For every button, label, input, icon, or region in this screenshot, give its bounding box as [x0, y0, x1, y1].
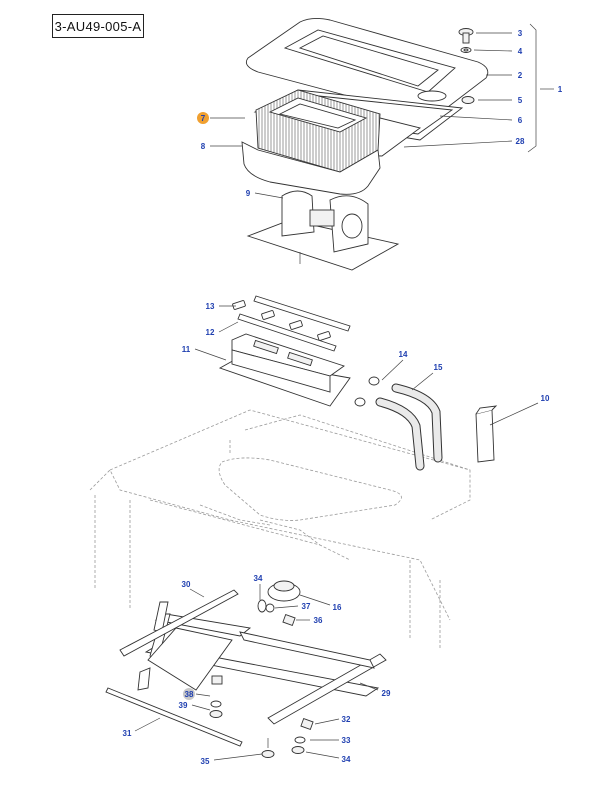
callout-highlights — [183, 112, 209, 700]
callout-label-5: 5 — [518, 96, 523, 105]
nut-part-35 — [261, 738, 275, 758]
leader-line-35 — [213, 753, 263, 761]
reference-code: 3-AU49-005-A — [52, 14, 144, 38]
callout-label-30: 30 — [182, 580, 191, 589]
leader-line-10 — [489, 402, 539, 426]
washer-part-37 — [265, 603, 275, 613]
frame-part-29 — [137, 601, 387, 725]
callout-label-31: 31 — [123, 729, 132, 738]
leader-line-32 — [314, 718, 340, 725]
callout-label-4: 4 — [518, 47, 523, 56]
rail-part-30 — [119, 589, 239, 657]
outlet-part-16 — [267, 580, 301, 602]
callout-label-9: 9 — [246, 189, 251, 198]
leader-line-31 — [134, 717, 161, 732]
bolt-part-36 — [282, 613, 296, 627]
seal-strip-part-12 — [237, 313, 337, 352]
callout-label-16: 16 — [333, 603, 342, 612]
leader-line-9 — [254, 192, 284, 199]
cab-outline — [89, 409, 471, 650]
leader-line-16 — [299, 594, 331, 606]
callout-label-1: 1 — [558, 85, 563, 94]
callout-label-13: 13 — [206, 302, 215, 311]
bracket-part-10 — [475, 405, 498, 463]
callout-label-3: 3 — [518, 29, 523, 38]
seal-strips-part-13 — [232, 295, 351, 341]
callout-label-33: 33 — [342, 736, 351, 745]
callout-label-38: 38 — [185, 690, 194, 699]
callout-leaders — [134, 32, 554, 761]
nut-part-34-upper — [257, 599, 267, 613]
bolt-part-32 — [300, 717, 314, 731]
duct-box-part-11 — [218, 333, 351, 407]
leader-line-34 — [305, 751, 340, 759]
nut-part-39 — [209, 700, 223, 718]
filter-element-part-7 — [255, 89, 381, 173]
washer-part-33 — [294, 736, 306, 744]
callout-label-7: 7 — [201, 114, 206, 123]
hoses-part-15 — [375, 383, 443, 471]
callout-highlight-7 — [197, 112, 209, 124]
bolt-part-3 — [458, 28, 474, 44]
leader-line-30 — [189, 588, 205, 598]
assembly-bracket-part-1 — [527, 23, 537, 153]
callout-label-37: 37 — [302, 602, 311, 611]
callout-label-6: 6 — [518, 116, 523, 125]
leader-line-6 — [439, 115, 513, 121]
leader-line-14 — [381, 359, 404, 381]
leader-line-4 — [473, 49, 513, 52]
callout-label-29: 29 — [382, 689, 391, 698]
callout-label-10: 10 — [541, 394, 550, 403]
rail-part-31 — [105, 687, 243, 747]
callout-label-34: 34 — [342, 755, 351, 764]
leader-line-37 — [274, 605, 299, 609]
clamp-part-14 — [354, 376, 380, 407]
leader-line-11 — [194, 348, 227, 361]
callout-label-12: 12 — [206, 328, 215, 337]
leader-line-12 — [218, 321, 239, 333]
top-cover-part-2 — [245, 17, 489, 116]
leader-line-15 — [411, 372, 434, 391]
leader-line-39 — [191, 704, 211, 711]
callout-label-14: 14 — [399, 350, 408, 359]
callout-label-36: 36 — [314, 616, 323, 625]
leader-line-29 — [359, 682, 379, 691]
housing-part-8 — [241, 141, 381, 195]
leader-line-28 — [403, 140, 513, 148]
callout-label-35: 35 — [201, 757, 210, 766]
callout-label-8: 8 — [201, 142, 206, 151]
callout-label-39: 39 — [179, 701, 188, 710]
washer-part-4 — [460, 47, 472, 53]
callout-label-11: 11 — [182, 345, 191, 354]
clip-part-5 — [461, 96, 475, 104]
callout-label-34: 34 — [254, 574, 263, 583]
callout-label-15: 15 — [434, 363, 443, 372]
callout-label-32: 32 — [342, 715, 351, 724]
nut-part-34-lower — [291, 746, 305, 754]
callout-label-2: 2 — [518, 71, 523, 80]
leader-line-38 — [195, 693, 211, 697]
blower-unit-part-9 — [246, 190, 400, 271]
callout-label-28: 28 — [516, 137, 525, 146]
callout-highlight-38 — [183, 688, 195, 700]
